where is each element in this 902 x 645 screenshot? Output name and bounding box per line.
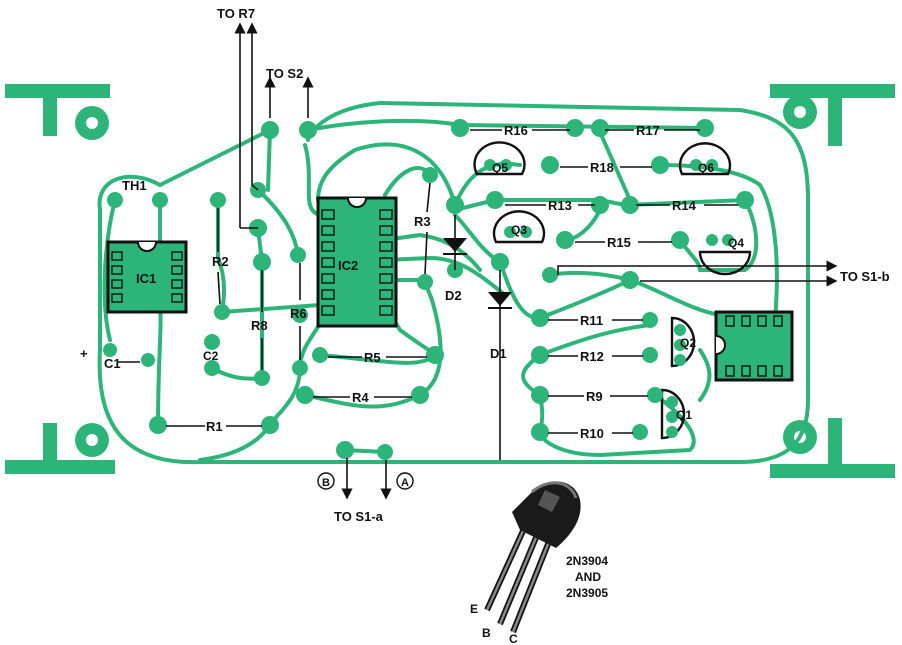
label-th1: TH1 (122, 178, 147, 193)
label-ic2: IC2 (338, 258, 358, 273)
q3-outline (492, 210, 546, 244)
transistor-illustration (484, 481, 581, 634)
label-q2: Q2 (680, 336, 696, 350)
label-r11: R11 (580, 313, 603, 328)
label-q5: Q5 (492, 161, 508, 175)
label-transistor-line3: 2N3905 (566, 586, 608, 600)
diode-d1 (488, 270, 512, 340)
label-r13: R13 (548, 198, 572, 213)
label-r5: R5 (364, 350, 381, 365)
label-transistor-line2: AND (575, 570, 601, 584)
circle-b-marker (317, 472, 335, 490)
label-r9: R9 (586, 389, 603, 404)
label-pin-c: C (509, 632, 518, 645)
label-c1: C1 (104, 356, 121, 371)
label-r10: R10 (580, 426, 604, 441)
label-to-s1b: TO S1-b (840, 269, 890, 284)
label-d2: D2 (445, 288, 462, 303)
component-leads (118, 129, 738, 460)
label-pin-e: E (470, 602, 478, 616)
label-to-s2: TO S2 (266, 66, 303, 81)
copper-traces (97, 101, 810, 465)
label-r8: R8 (251, 318, 268, 333)
label-r4: R4 (352, 390, 369, 405)
label-plus: + (80, 346, 88, 361)
label-r17: R17 (636, 123, 660, 138)
label-q6: Q6 (698, 161, 714, 175)
label-r18: R18 (590, 160, 614, 175)
label-r6: R6 (290, 306, 307, 321)
label-ic1: IC1 (136, 271, 156, 286)
connection-arrows (234, 22, 838, 500)
label-r1: R1 (206, 419, 223, 434)
label-q3: Q3 (511, 223, 527, 237)
label-q1: Q1 (676, 408, 692, 422)
diode-d2 (443, 215, 467, 270)
label-r16: R16 (504, 123, 528, 138)
labels: TO R7 TO S2 TO S1-b TO S1-a TH1 IC1 IC2 … (80, 6, 890, 645)
label-transistor-line1: 2N3904 (566, 554, 608, 568)
circle-a-marker (396, 472, 414, 490)
label-to-s1a: TO S1-a (334, 509, 384, 524)
label-r2: R2 (212, 254, 229, 269)
transistor-outlines (473, 141, 752, 440)
label-to-r7: TO R7 (217, 6, 255, 21)
label-r3: R3 (414, 214, 431, 229)
label-r12: R12 (580, 349, 604, 364)
component-pads (103, 119, 754, 460)
ic3-chip (714, 310, 794, 382)
ic2-chip (316, 196, 398, 328)
q5-outline (473, 141, 526, 176)
label-pin-b: B (482, 626, 491, 640)
label-a: A (401, 477, 409, 489)
label-b: B (322, 477, 330, 489)
label-q4: Q4 (728, 236, 744, 250)
label-c2: C2 (203, 349, 219, 363)
label-r15: R15 (607, 235, 631, 250)
q4-outline (698, 250, 752, 276)
label-r14: R14 (672, 198, 697, 213)
label-d1: D1 (490, 346, 507, 361)
q1-outline (660, 388, 686, 440)
q6-outline (678, 142, 732, 176)
ic1-chip (106, 240, 188, 314)
